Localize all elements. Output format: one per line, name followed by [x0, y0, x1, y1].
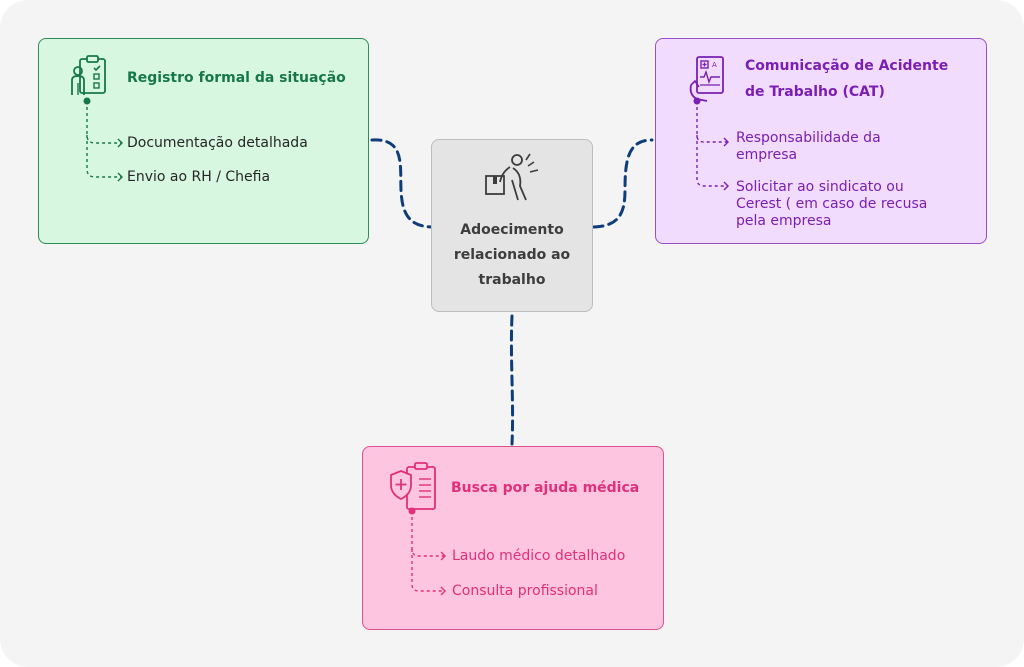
center-label-line: relacionado ao [453, 247, 571, 263]
busca-box: Busca por ajuda médica Laudo médico deta… [362, 446, 664, 630]
medical-shield-clipboard-icon [390, 462, 436, 510]
cat-title-line: Comunicação de Acidente [745, 58, 949, 74]
cat-title: Comunicação de Acidente de Trabalho (CAT… [745, 53, 975, 105]
cat-item-line: empresa [736, 147, 798, 163]
cat-item-line: Cerest ( em caso de recusa [736, 196, 928, 212]
cat-box: A Comunicação de Acidente de Trabalho (C… [655, 38, 987, 244]
center-label-line: trabalho [478, 272, 546, 288]
cat-item-line: Responsabilidade da [736, 130, 881, 146]
clipboard-person-icon [71, 55, 106, 95]
center-label: Adoecimento relacionado ao trabalho [432, 218, 592, 293]
busca-item: Consulta profissional [452, 583, 598, 599]
registro-item: Documentação detalhada [127, 135, 308, 151]
svg-text:A: A [712, 61, 717, 69]
cat-item-line: pela empresa [736, 213, 832, 229]
center-box: Adoecimento relacionado ao trabalho [431, 139, 593, 312]
busca-title: Busca por ajuda médica [451, 480, 640, 496]
registro-box: Registro formal da situação Documentação… [38, 38, 369, 244]
cat-item-line: Solicitar ao sindicato ou [736, 179, 904, 195]
center-label-line: Adoecimento [460, 222, 564, 238]
registro-branch-lines [83, 97, 123, 182]
cat-title-line: de Trabalho (CAT) [745, 84, 885, 100]
cat-branch-lines [693, 97, 729, 191]
busca-item: Laudo médico detalhado [452, 548, 626, 564]
back-pain-box-icon [485, 153, 539, 201]
cat-item: Responsabilidade da empresa [736, 130, 976, 164]
registro-item: Envio ao RH / Chefia [127, 169, 271, 185]
cat-item: Solicitar ao sindicato ou Cerest ( em ca… [736, 179, 976, 230]
busca-branch-lines [408, 507, 446, 596]
medical-report-icon: A [689, 56, 724, 102]
registro-title: Registro formal da situação [127, 70, 346, 86]
